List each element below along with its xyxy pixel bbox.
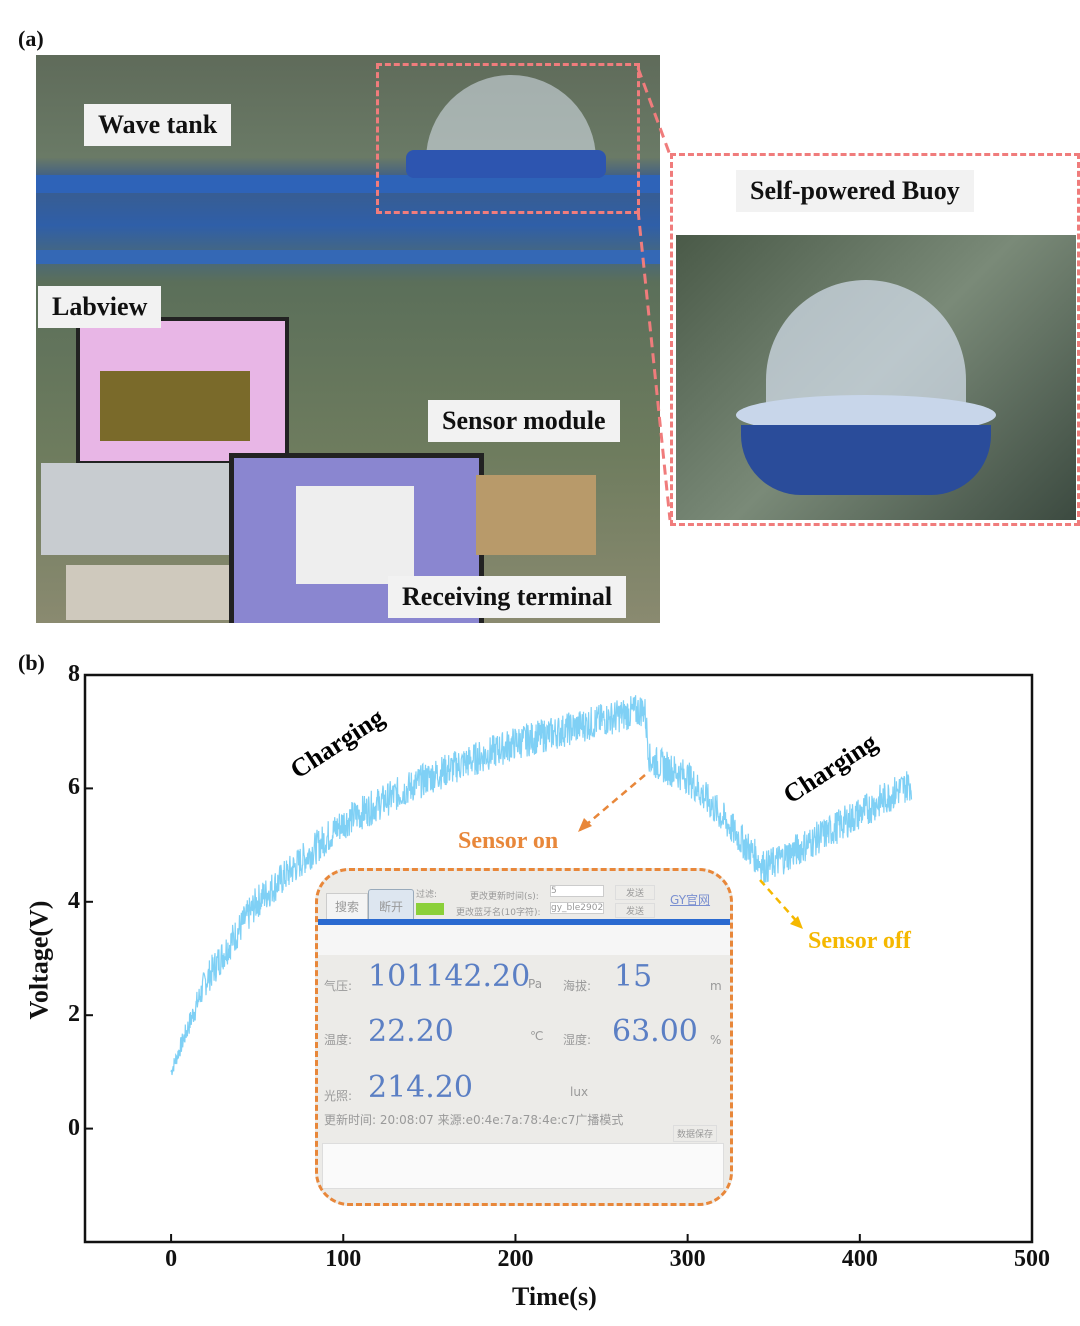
altitude-value: 15	[614, 959, 653, 994]
sensor-on-arrow	[579, 774, 646, 831]
buoy-base	[406, 150, 606, 178]
plot-frame	[83, 673, 1034, 1244]
light-unit: lux	[570, 1085, 589, 1099]
tag-labview: Labview	[38, 286, 162, 328]
sensor-off-arrow	[759, 879, 801, 926]
panel-a-label: (a)	[18, 26, 44, 51]
sensor-board	[476, 475, 596, 555]
search-button[interactable]: 搜索	[326, 893, 369, 920]
laptop-screen	[76, 317, 289, 465]
humidity-unit: %	[710, 1033, 722, 1047]
update-info: 更新时间: 20:08:07 来源:e0:4e:7a:78:4e:c7广播模式	[324, 1113, 624, 1127]
save-data-button[interactable]: 数据保存	[673, 1125, 718, 1142]
temperature-value: 22.20	[368, 1014, 454, 1049]
x-tick-label: 100	[325, 1246, 362, 1272]
buoy-highlight-box	[376, 63, 640, 214]
temperature-unit: ℃	[530, 1029, 544, 1043]
y-tick-label: 8	[68, 661, 80, 687]
y-tick-label: 0	[68, 1114, 80, 1141]
light-label: 光照:	[324, 1089, 353, 1103]
tag-sensor-module: Sensor module	[428, 400, 620, 442]
temperature-label: 温度:	[324, 1033, 353, 1047]
wave-tank-photo	[36, 55, 660, 623]
altitude-label: 海拔:	[563, 979, 592, 993]
filter-input[interactable]	[416, 903, 444, 915]
x-tick-label: 200	[497, 1246, 534, 1272]
bt-name-input[interactable]: gy_ble2902	[550, 902, 604, 914]
tag-receiving-terminal: Receiving terminal	[388, 576, 627, 618]
x-tick-label: 500	[1014, 1246, 1050, 1272]
update-time-label: 更改更新时间(s):	[470, 892, 539, 902]
y-tick-label: 4	[68, 887, 80, 914]
x-tick-label: 300	[669, 1246, 706, 1272]
y-tick-label: 2	[68, 1001, 80, 1028]
pressure-label: 气压:	[324, 979, 353, 993]
altitude-unit: m	[710, 979, 722, 993]
annotation-sensor-off: Sensor off	[808, 928, 911, 954]
panel-b-label: (b)	[18, 650, 45, 675]
receiver-app-window	[296, 486, 414, 584]
buoy-zoom-box	[670, 153, 1080, 526]
humidity-value: 63.00	[612, 1014, 698, 1049]
device-list-selected-row[interactable]	[318, 919, 730, 925]
device-list[interactable]	[318, 925, 730, 955]
buoy-photo	[676, 235, 1076, 520]
pressure-unit: Pa	[528, 977, 543, 991]
send-bt-name-button[interactable]: 发送	[615, 903, 656, 918]
log-area[interactable]	[322, 1143, 724, 1189]
x-axis-label: Time(s)	[512, 1282, 597, 1311]
annotation-sensor-on: Sensor on	[458, 828, 559, 854]
light-value: 214.20	[368, 1070, 473, 1105]
voltage-series-line	[170, 695, 913, 1076]
buoy-base	[741, 425, 991, 495]
filter-label: 过滤:	[416, 890, 438, 900]
tank-rail	[36, 175, 660, 193]
send-update-time-button[interactable]: 发送	[615, 885, 656, 900]
y-tick-label: 6	[68, 774, 80, 801]
update-time-select[interactable]: 5	[550, 885, 604, 897]
sensor-on-arrowhead	[578, 818, 592, 832]
tank-rail	[36, 250, 660, 264]
disconnect-button[interactable]: 断开	[368, 889, 415, 924]
x-tick-label: 0	[165, 1246, 178, 1272]
gy-website-link[interactable]: GY官网	[670, 893, 711, 907]
receiver-app-inset: 搜索 断开 过滤: 更改更新时间(s): 5 更改蓝牙名(10字符): gy_b…	[315, 868, 733, 1206]
zoom-connector	[636, 67, 672, 521]
tag-buoy: Self-powered Buoy	[736, 170, 974, 212]
bt-name-label: 更改蓝牙名(10字符):	[456, 908, 541, 918]
x-tick-label: 400	[841, 1246, 878, 1272]
tag-wave-tank: Wave tank	[84, 104, 232, 146]
sensor-off-arrowhead	[790, 916, 803, 929]
humidity-label: 湿度:	[563, 1033, 592, 1047]
pressure-value: 101142.20	[368, 959, 531, 994]
labview-plot	[100, 371, 250, 441]
